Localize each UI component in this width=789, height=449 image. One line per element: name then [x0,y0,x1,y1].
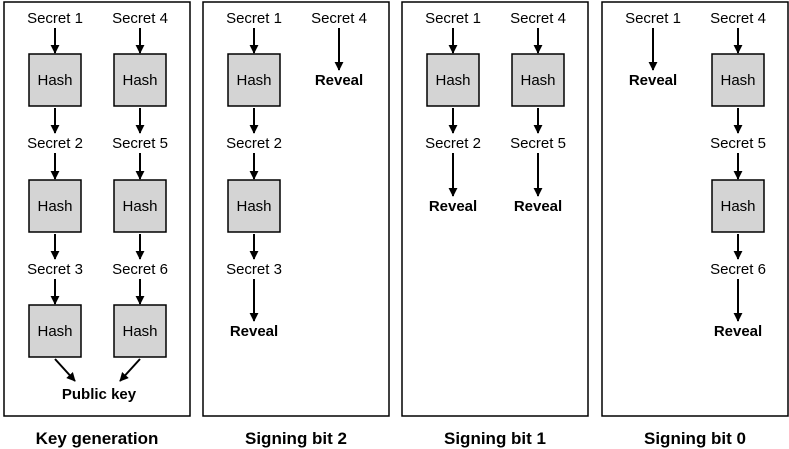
hash-label: Hash [720,72,755,89]
hash-box-rect [426,53,480,107]
hash-box-rect [227,53,281,107]
hash-box: Hash [113,304,167,358]
hash-box: Hash [711,179,765,233]
panel-caption: Signing bit 2 [245,429,347,448]
reveal-label: Reveal [315,72,363,89]
panel-caption: Signing bit 1 [444,429,546,448]
reveal-label: Reveal [230,323,278,340]
hash-box: Hash [227,53,281,107]
hash-box-rect [113,53,167,107]
secret-label: Secret 2 [27,135,83,152]
secret-label: Secret 6 [112,261,168,278]
secret-label: Secret 1 [625,10,681,27]
hash-label: Hash [122,72,157,89]
hash-label: Hash [37,323,72,340]
reveal-label: Reveal [629,72,677,89]
hash-box: Hash [28,53,82,107]
panel-caption: Key generation [36,429,159,448]
reveal-label: Reveal [429,198,477,215]
hash-box: Hash [426,53,480,107]
hash-box: Hash [511,53,565,107]
hash-box-rect [28,179,82,233]
hash-label: Hash [720,198,755,215]
secret-label: Secret 4 [510,10,566,27]
secret-label: Secret 2 [425,135,481,152]
secret-label: Secret 4 [311,10,367,27]
hash-box-rect [28,53,82,107]
converge-arrow-right [119,358,141,382]
hash-label: Hash [236,72,271,89]
reveal-label: Reveal [514,198,562,215]
secret-label: Secret 5 [112,135,168,152]
secret-label: Secret 3 [226,261,282,278]
secret-label: Secret 3 [27,261,83,278]
secret-label: Secret 5 [710,135,766,152]
secret-label: Secret 1 [425,10,481,27]
hash-box-rect [227,179,281,233]
converge-arrow-left [54,358,76,382]
hash-box: Hash [113,53,167,107]
hash-box: Hash [113,179,167,233]
secret-label: Secret 4 [710,10,766,27]
hash-box: Hash [28,304,82,358]
hash-box-rect [711,53,765,107]
secret-label: Secret 1 [27,10,83,27]
hash-box-rect [113,304,167,358]
public-key-label: Public key [62,386,137,403]
hash-label: Hash [122,323,157,340]
hash-label: Hash [236,198,271,215]
hash-label: Hash [122,198,157,215]
panel-caption: Signing bit 0 [644,429,746,448]
hash-label: Hash [37,72,72,89]
secret-label: Secret 6 [710,261,766,278]
hash-box: Hash [227,179,281,233]
hash-label: Hash [520,72,555,89]
hash-box-rect [711,179,765,233]
hash-box-rect [28,304,82,358]
hash-box: Hash [28,179,82,233]
secret-label: Secret 1 [226,10,282,27]
hash-label: Hash [435,72,470,89]
secret-label: Secret 4 [112,10,168,27]
hash-label: Hash [37,198,72,215]
hash-box-rect [113,179,167,233]
hash-box-rect [511,53,565,107]
hash-box: Hash [711,53,765,107]
reveal-label: Reveal [714,323,762,340]
secret-label: Secret 5 [510,135,566,152]
secret-label: Secret 2 [226,135,282,152]
